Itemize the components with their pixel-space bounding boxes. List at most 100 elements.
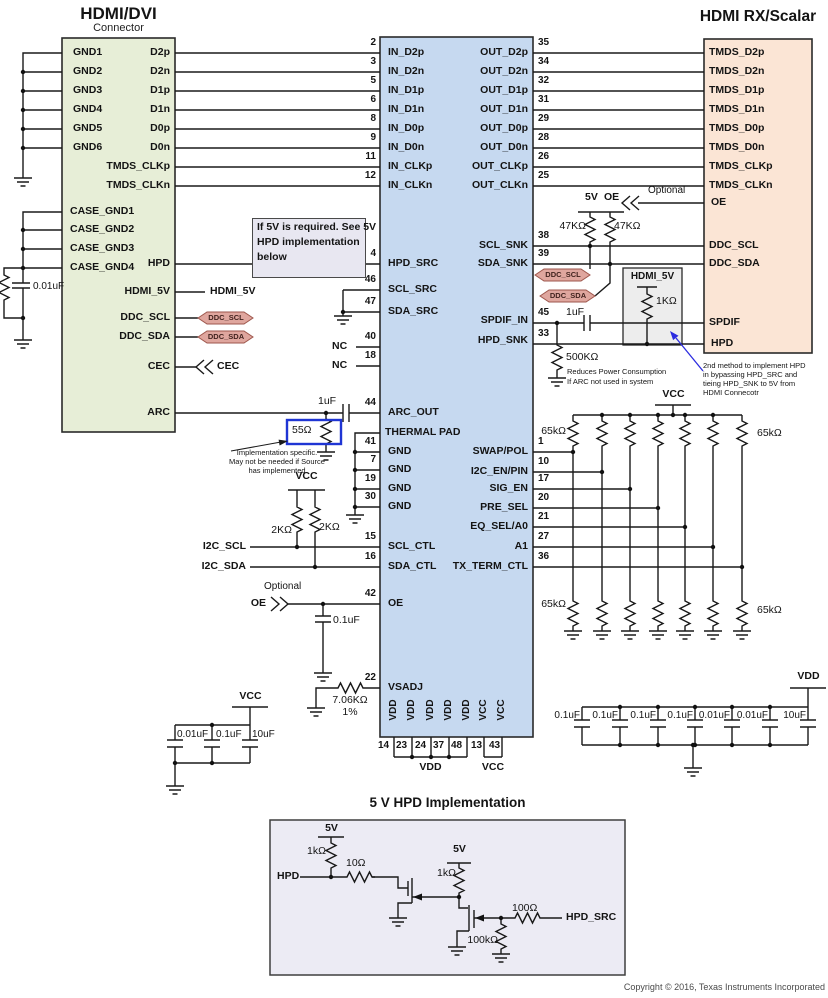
cap-value: 0.1uF — [630, 710, 656, 721]
pin-label: D1p — [150, 84, 170, 96]
pin-label: CASE_GND4 — [70, 261, 135, 273]
pin-label: CEC — [147, 360, 170, 372]
cap-value: 1uF — [566, 306, 585, 318]
5v-label: 5V — [585, 191, 598, 203]
pin-number: 23 — [396, 740, 408, 751]
pin-label: OE — [388, 597, 404, 609]
resistor-value: 2KΩ — [271, 524, 292, 536]
resistor-value: 10Ω — [346, 857, 366, 869]
pin-label: HPD_SNK — [477, 334, 528, 346]
pin-label: GND3 — [73, 84, 103, 96]
note-text: If ARC not used in system — [567, 377, 654, 386]
pin-number: 17 — [538, 473, 550, 484]
note-text: If 5V is required. See 5V — [257, 221, 377, 233]
ddc-sda-tag-label: DDC_SDA — [207, 332, 245, 341]
resistor-value: 55Ω — [292, 424, 312, 436]
pin-label: SWAP/POL — [472, 445, 528, 457]
if-5v-note-box — [252, 218, 366, 278]
pin-label: IN_D2p — [388, 46, 425, 58]
pin-label: TMDS_D2p — [709, 46, 765, 58]
net-label-hpd-src: HPD_SRC — [566, 911, 617, 923]
pin-label: VDD — [388, 699, 399, 721]
pin-number: 45 — [538, 307, 550, 318]
pin-number: 12 — [364, 170, 376, 181]
pin-label: VCC — [496, 699, 507, 721]
pin-label: GND — [388, 500, 412, 512]
pin-number: 47 — [364, 296, 376, 307]
pin-label: OUT_CLKp — [472, 160, 528, 172]
cap-value: 0.01uF — [698, 710, 730, 721]
net-label-cec: CEC — [217, 360, 240, 372]
highlight-box-55ohm — [285, 418, 343, 446]
pin-number: 48 — [451, 740, 463, 751]
blue-arrow — [675, 337, 704, 372]
pin-number: 9 — [370, 132, 376, 143]
pin-number: 13 — [471, 740, 483, 751]
pin-label: IN_CLKp — [388, 160, 433, 172]
pin-number: 11 — [365, 151, 376, 162]
pin-label: TMDS_D0n — [709, 141, 765, 153]
pin-number: 33 — [538, 328, 550, 339]
note-text: 2nd method to implement HPD — [703, 361, 806, 370]
pin-label: ARC — [147, 406, 170, 418]
pin-label: GND2 — [73, 65, 103, 77]
pin-label: A1 — [514, 540, 528, 552]
pin-number: 20 — [538, 492, 550, 503]
note-text: May not be needed if Source — [229, 457, 325, 466]
pin-label: DDC_SCL — [120, 311, 170, 323]
pin-label: HPD — [147, 257, 170, 269]
pin-label: GND — [388, 482, 412, 494]
pin-label: IN_D0p — [388, 122, 425, 134]
pin-number: 6 — [370, 94, 376, 105]
vdd-label: VDD — [797, 670, 820, 682]
pin-label: TMDS_D2n — [709, 65, 765, 77]
pin-label: IN_D1n — [388, 103, 425, 115]
pin-label: GND — [388, 463, 412, 475]
pin-label: IN_D0n — [388, 141, 425, 153]
pin-number: 37 — [433, 740, 445, 751]
vcc-label: VCC — [295, 470, 318, 482]
resistor-value: 1kΩ — [307, 845, 326, 857]
pin-number: 15 — [364, 531, 376, 542]
ddc-scl-tag — [534, 268, 591, 282]
pin-label: CASE_GND2 — [70, 223, 135, 235]
pin-label: SPDIF — [709, 316, 740, 328]
pin-number: 19 — [364, 473, 376, 484]
pin-label: GND6 — [73, 141, 103, 153]
pin-label: OUT_CLKn — [472, 179, 528, 191]
pin-number: 16 — [364, 551, 376, 562]
ddc-sda-tag — [539, 289, 596, 303]
pin-number: 18 — [364, 350, 376, 361]
pin-label: NC — [332, 340, 348, 352]
cap-value: 0.1uF — [667, 710, 693, 721]
pin-number: 3 — [370, 56, 376, 67]
pin-number: 21 — [538, 511, 550, 522]
ddc-scl-tag-label: DDC_SCL — [545, 270, 581, 279]
redriver-chip-block — [379, 36, 534, 738]
pin-label: SCL_SRC — [388, 283, 438, 295]
resistor-value: 65kΩ — [541, 425, 566, 437]
pin-label: VSADJ — [388, 681, 424, 693]
resistor-value: 100Ω — [512, 902, 538, 914]
resistor-value: 65kΩ — [541, 598, 566, 610]
pin-label: OUT_D0n — [480, 141, 528, 153]
pin-number: 7 — [370, 454, 376, 465]
cap-value: 0.01uF — [33, 281, 65, 292]
copyright: Copyright © 2016, Texas Instruments Inco… — [623, 982, 825, 992]
resistor-value: 47KΩ — [614, 220, 641, 232]
pin-label: EQ_SEL/A0 — [470, 520, 528, 532]
pin-label: OUT_D2p — [480, 46, 528, 58]
pin-label: DDC_SDA — [119, 330, 170, 342]
vdd-bus-label: VDD — [419, 761, 442, 773]
net-label-i2c-sda: I2C_SDA — [201, 560, 246, 572]
note-text: HPD implementation — [257, 236, 360, 248]
pin-number: 24 — [415, 740, 427, 751]
pin-label: HPD_SRC — [388, 257, 439, 269]
pin-label: TMDS_CLKn — [106, 179, 170, 191]
pin-label: OUT_D1p — [480, 84, 528, 96]
pin-label: IN_D1p — [388, 84, 425, 96]
pin-number: 22 — [364, 672, 376, 683]
oe-label: OE — [604, 191, 620, 203]
cap-value: 1uF — [318, 395, 337, 407]
